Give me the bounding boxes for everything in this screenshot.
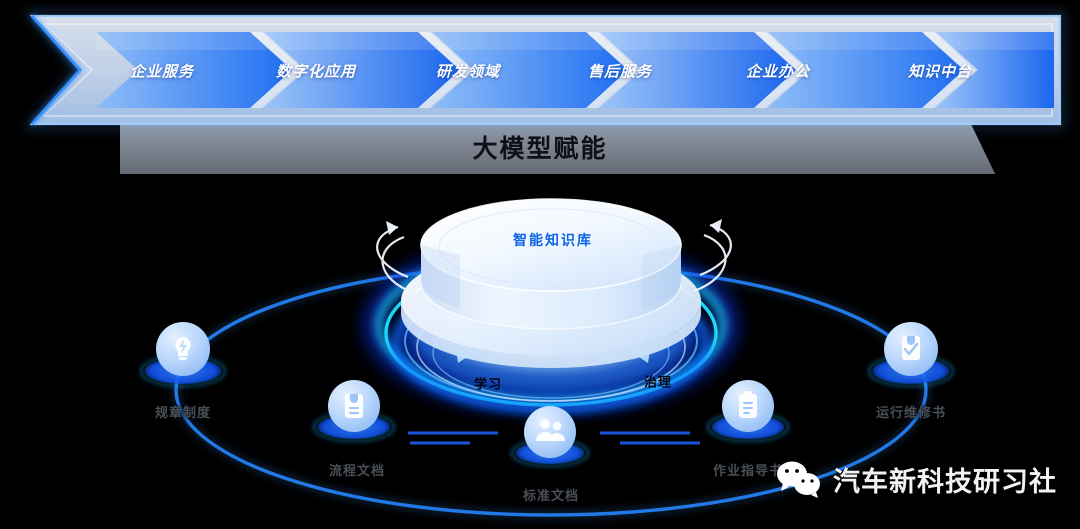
chevron-segments	[96, 32, 1054, 108]
node-label-2: 标准文档	[522, 488, 580, 503]
document-check-icon	[902, 336, 920, 360]
node-label-4: 运行维修书	[875, 405, 947, 420]
document-checklist-icon	[345, 394, 363, 418]
banner-graphic	[24, 11, 1065, 174]
node-label-3: 作业指导书	[712, 463, 784, 478]
node-4[interactable]	[868, 322, 954, 387]
scene-graphic	[140, 198, 954, 529]
cylinder-label: 智能知识库	[513, 232, 593, 248]
node-label-0: 规章制度	[154, 405, 212, 420]
idea-bulb-icon	[175, 337, 191, 360]
clipboard-lines-icon	[739, 391, 757, 418]
ring-direction-arrows	[456, 349, 650, 363]
banner-title: 大模型赋能	[472, 135, 608, 163]
watermark-text: 汽车新科技研习社	[833, 466, 1057, 497]
node-2[interactable]	[511, 406, 589, 467]
knowledge-base-scene: 智能知识库 学习 治理 规章制度 流程文档 标准文档 作业指导书 运行维修书	[0, 175, 1080, 529]
node-0[interactable]	[140, 322, 226, 387]
ring-label-govern: 治理	[643, 374, 673, 390]
ring-label-learn: 学习	[473, 376, 503, 392]
flow-arrow-heads	[386, 219, 722, 235]
base-connectors	[408, 431, 700, 445]
node-3[interactable]	[707, 380, 789, 442]
node-1[interactable]	[313, 380, 395, 529]
wechat-icon	[777, 461, 820, 498]
node-label-1: 流程文档	[328, 463, 386, 478]
capability-banner: 企业服务 数字化应用 研发领域 售后服务 企业办公 知识中台 大模型赋能	[0, 4, 1080, 174]
users-group-icon	[536, 419, 565, 441]
knowledge-cylinder	[420, 198, 682, 330]
watermark: 汽车新科技研习社	[776, 459, 1057, 499]
